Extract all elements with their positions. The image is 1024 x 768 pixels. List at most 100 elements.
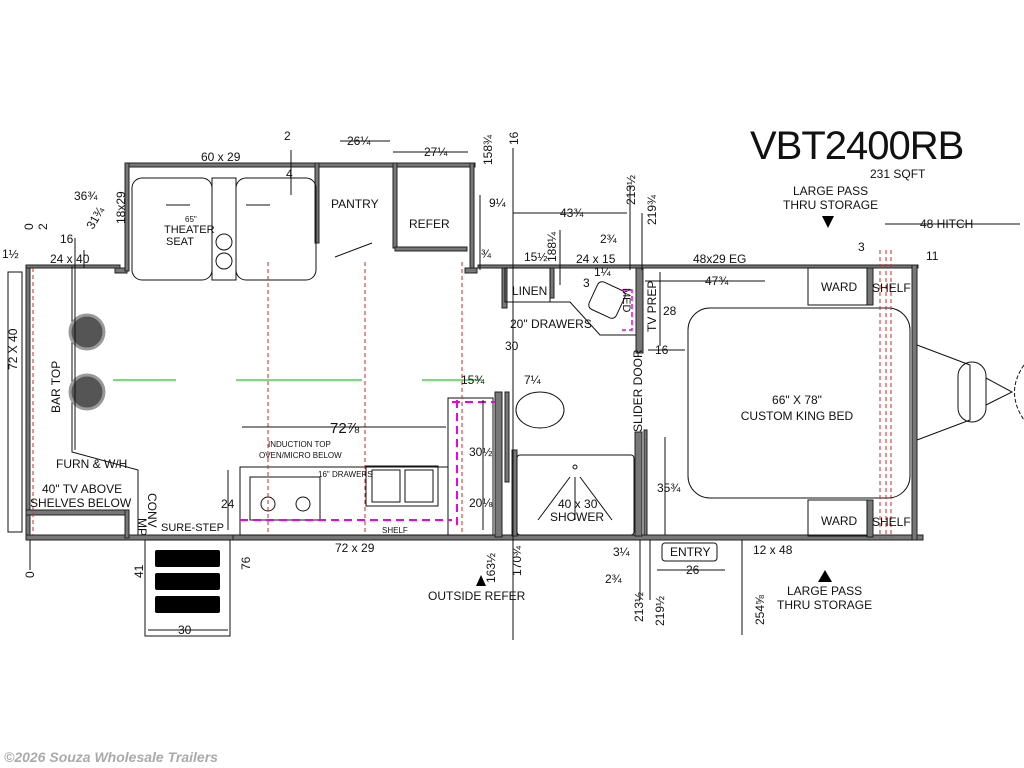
- dim-label: 2: [284, 129, 291, 143]
- pass-thru-label-top: LARGE PASS: [793, 184, 868, 198]
- bar-top-label: BAR TOP: [49, 361, 63, 413]
- oven-label: OVEN/MICRO BELOW: [259, 451, 342, 460]
- dim-label: 170¾: [510, 545, 524, 576]
- dim-label: 36¾: [74, 189, 98, 203]
- dim-label: 188¼: [545, 231, 559, 262]
- pass-thru-label-bottom: LARGE PASS: [787, 584, 862, 598]
- sure-step-label: SURE-STEP: [161, 522, 224, 534]
- dim-label: 4: [286, 167, 293, 181]
- model-title: VBT2400RB: [750, 124, 964, 168]
- theater-label-2: SEAT: [166, 236, 194, 248]
- drawers16-label: 16" DRAWERS: [318, 470, 373, 479]
- dim-label: 27¼: [424, 145, 448, 159]
- theater-seat: [131, 177, 317, 281]
- watermark: ©2026 Souza Wholesale Trailers: [4, 749, 218, 765]
- dim-label: 76: [239, 556, 253, 570]
- shelf-label-top: SHELF: [872, 281, 911, 295]
- toilet: [515, 391, 565, 429]
- dim-label: 35¾: [657, 481, 681, 495]
- dim-label: 3¼: [613, 545, 631, 559]
- dimension-labels: 60 x 29 2 26¼ 27¼ 158¾ 16 4 36¾ 31¾ 18x2…: [2, 129, 939, 637]
- induction-label: INDUCTION TOP: [268, 440, 331, 449]
- dim-label: 48x29 EG: [693, 252, 746, 266]
- ward-label-top: WARD: [821, 280, 858, 294]
- electrical-lines: [32, 250, 892, 538]
- dim-label: 1¼: [594, 265, 612, 279]
- dim-label: 30: [505, 339, 519, 353]
- dim-label: 30½: [469, 445, 492, 459]
- dim-label: 0: [23, 571, 37, 578]
- bath-vanity: [507, 301, 636, 336]
- shelves-label: SHELVES BELOW: [30, 496, 132, 510]
- kitchen-shelf-label: SHELF: [382, 526, 408, 535]
- dim-label: 2¾: [600, 232, 618, 246]
- king-bed: [687, 307, 911, 499]
- shower-drain-lines: [537, 464, 613, 521]
- dim-label: 219½: [653, 596, 667, 626]
- dim-label: 163½: [484, 553, 498, 583]
- ward-label-bottom: WARD: [821, 514, 858, 528]
- drawers-label: 20" DRAWERS: [510, 317, 592, 331]
- dim-label: 2¾: [605, 572, 623, 586]
- slider-door-label: SLIDER DOOR: [631, 349, 645, 432]
- pantry-label: PANTRY: [331, 197, 379, 211]
- bar-table: [7, 271, 23, 533]
- square-footage: 231 SQFT: [870, 167, 926, 181]
- dim-label: 24 x 40: [50, 252, 90, 266]
- shower-size-label: 40 x 30: [558, 497, 598, 511]
- conv-label: CONV: [145, 493, 159, 528]
- hitch: [916, 344, 1024, 441]
- dim-label: 72 X 40: [6, 328, 20, 370]
- mp-label: MP: [135, 518, 149, 536]
- dim-label: 43¾: [560, 206, 584, 220]
- dim-label: 213½: [624, 175, 638, 205]
- dim-label: 30: [178, 623, 192, 637]
- dim-label: 16: [60, 232, 74, 246]
- pantry-door: [334, 242, 373, 258]
- pass-thru-arrow-bottom: [818, 570, 832, 582]
- dim-label: ¾: [481, 247, 492, 261]
- dim-label: 26: [686, 563, 700, 577]
- dim-label: 15¾: [461, 373, 485, 387]
- outside-refer-arrow: [476, 575, 486, 586]
- dim-label: 3: [583, 276, 590, 290]
- dim-label: 24 x 15: [576, 252, 616, 266]
- dim-label: 16: [507, 131, 521, 145]
- slide-zone: [240, 289, 633, 530]
- kitchen-sink: [365, 465, 439, 507]
- furnace-label: FURN & W/H: [56, 457, 127, 471]
- med-label: MED: [620, 288, 632, 313]
- walls: [25, 162, 924, 541]
- dim-label: 72 x 29: [335, 541, 375, 555]
- sure-step: [144, 539, 231, 637]
- dim-label: 12 x 48: [753, 543, 793, 557]
- refer-cabinet: [447, 397, 494, 536]
- dim-label: 11: [926, 249, 939, 263]
- dim-label: 7¼: [524, 373, 542, 387]
- shelf-label-bottom: SHELF: [872, 515, 911, 529]
- refer-label: REFER: [409, 217, 450, 231]
- dimension-lines: [29, 140, 1020, 640]
- dim-label: 31¾: [83, 203, 107, 231]
- tv-label: 40" TV ABOVE: [42, 482, 122, 496]
- theater-label: THEATER: [164, 224, 215, 236]
- dim-label: 2: [36, 223, 50, 230]
- dim-label: 47¾: [705, 274, 729, 288]
- dim-label: 219¾: [645, 194, 659, 225]
- hitch-label: 48 HITCH: [920, 217, 973, 231]
- ward-bottom: [807, 499, 868, 537]
- bed-label: CUSTOM KING BED: [741, 409, 854, 423]
- dim-label: 3: [858, 240, 865, 254]
- dim-label: 158¾: [481, 134, 495, 165]
- dim-label: 16: [655, 343, 669, 357]
- tv-prep-label: TV PREP: [645, 281, 659, 332]
- bath-sink: [588, 281, 626, 319]
- bar-top: [71, 266, 139, 535]
- dim-label: 1½: [2, 247, 19, 261]
- refer-door: [394, 246, 468, 252]
- outside-refer-label: OUTSIDE REFER: [428, 589, 526, 603]
- dim-label: 28: [663, 304, 677, 318]
- dim-label: 26¼: [347, 134, 371, 148]
- theater-size-label: 65": [185, 215, 197, 224]
